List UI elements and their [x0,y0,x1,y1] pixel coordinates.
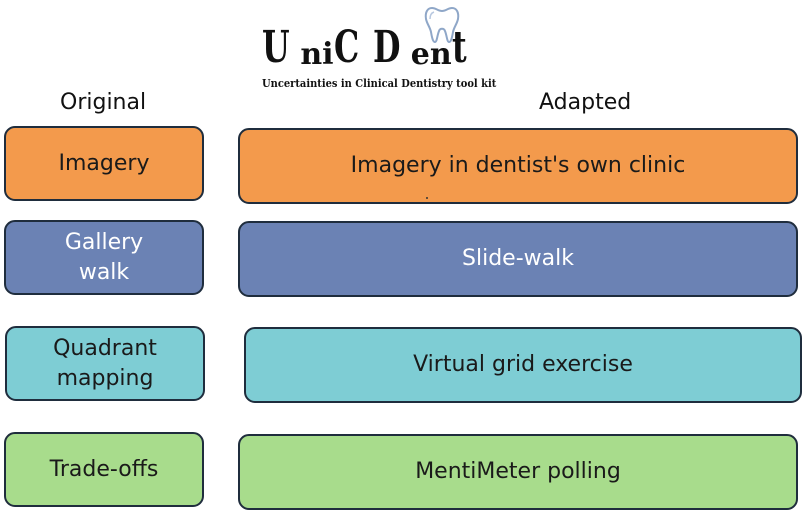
logo-letter-c: C [333,22,359,73]
adapted-box-virtual-grid: Virtual grid exercise [244,327,802,403]
logo-letters-en: en [410,37,452,72]
adapted-box-mentimeter: MentiMeter polling [238,434,798,510]
stray-dot [426,197,428,199]
adapted-column-header: Adapted [539,90,632,115]
original-box-quadrant-mapping: Quadrant mapping [5,326,205,401]
logo-letter-d: D [372,22,401,73]
adapted-box-slide-walk: Slide-walk [238,221,798,297]
original-box-imagery: Imagery [4,126,204,201]
adapted-box-imagery-clinic: Imagery in dentist's own clinic [238,128,798,204]
logo-title: U ni C D en t [262,8,472,70]
original-column-header: Original [60,90,147,115]
logo-subtitle: Uncertainties in Clinical Dentistry tool… [262,76,497,90]
logo-letters-ni: ni [300,37,334,72]
logo-letter-t: t [451,22,467,73]
tooth-icon [424,6,460,44]
original-box-gallery-walk: Gallery walk [4,220,204,295]
original-box-trade-offs: Trade-offs [4,432,204,507]
logo-letter-u: U [262,22,290,73]
